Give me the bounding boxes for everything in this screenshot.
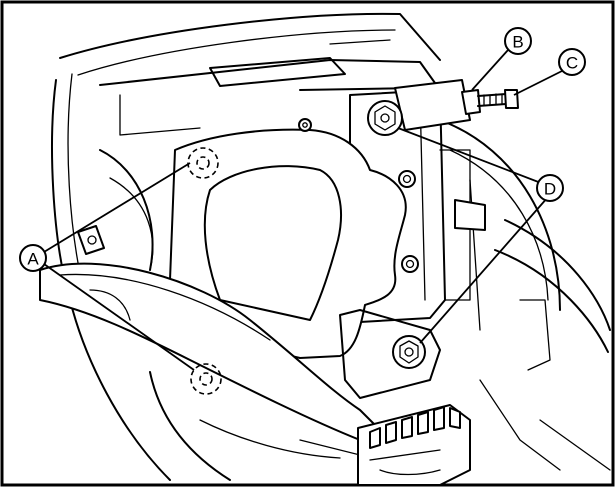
hidden-fastener-upper bbox=[187, 147, 219, 179]
leader-d-upper bbox=[397, 127, 542, 184]
leader-b bbox=[471, 49, 509, 91]
callout-c-label: C bbox=[566, 54, 578, 73]
callout-a-label: A bbox=[27, 250, 39, 269]
brake-pedal-pad bbox=[357, 404, 471, 486]
pedal-pivot-plate bbox=[169, 118, 441, 399]
callout-c: C bbox=[558, 48, 586, 76]
bracket-hole-upper bbox=[398, 170, 416, 188]
callout-b: B bbox=[504, 27, 532, 55]
adjusting-nut bbox=[504, 89, 519, 109]
callout-d-label: D bbox=[544, 180, 556, 199]
leader-lines bbox=[43, 49, 563, 371]
callout-d: D bbox=[536, 174, 564, 202]
brake-booster-housing bbox=[439, 119, 611, 471]
callout-b-label: B bbox=[512, 33, 523, 52]
bracket-hole-lower bbox=[401, 255, 419, 273]
leader-d-lower bbox=[419, 196, 549, 344]
callout-a: A bbox=[19, 244, 47, 272]
stop-lamp-switch bbox=[394, 79, 519, 131]
leader-a-lower bbox=[43, 263, 195, 371]
mounting-bolt-upper bbox=[367, 100, 403, 136]
leader-c bbox=[513, 70, 563, 96]
hidden-fastener-lower bbox=[190, 363, 222, 395]
mounting-bolt-lower bbox=[392, 335, 426, 369]
leader-a-upper bbox=[43, 162, 191, 253]
plate-top-rivet bbox=[298, 118, 312, 132]
